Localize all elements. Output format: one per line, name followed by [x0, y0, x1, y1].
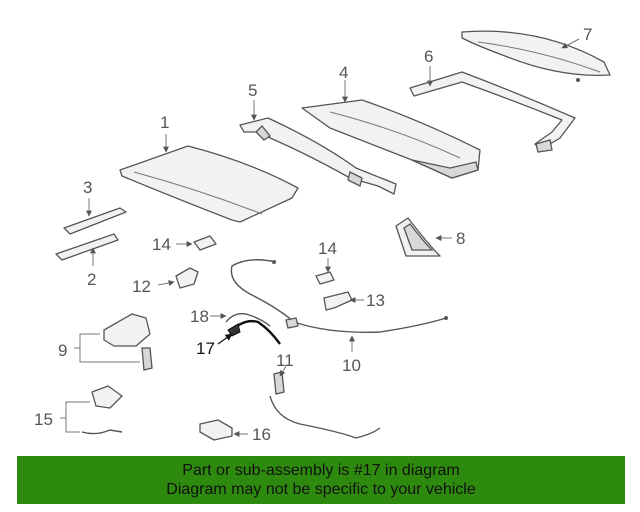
part-16-striker: 16 [199, 419, 271, 444]
part-18-handle-cable: 18 [190, 307, 271, 327]
part-10-cable: 10 [230, 259, 448, 375]
callout-11: 11 [276, 351, 294, 370]
callout-6: 6 [424, 47, 433, 66]
part-6-frame-bow: 6 [409, 47, 576, 153]
callout-7: 7 [583, 25, 592, 44]
callout-13: 13 [366, 291, 385, 310]
info-banner: Part or sub-assembly is #17 in diagram D… [17, 456, 625, 504]
callout-14a: 14 [152, 235, 171, 254]
part-7-rear-panel: 7 [461, 25, 611, 82]
part-15-actuator: 15 [34, 385, 123, 435]
part-14-clip-right: 14 [315, 239, 337, 285]
callout-2: 2 [87, 270, 96, 289]
callout-17: 17 [196, 339, 215, 358]
callout-14b: 14 [318, 239, 337, 258]
parts-diagram: 7 6 4 5 1 3 2 [34, 25, 611, 444]
part-13-latch: 13 [323, 291, 385, 311]
part-17-release-cable: 17 [196, 319, 281, 358]
callout-12: 12 [132, 277, 151, 296]
callout-16: 16 [252, 425, 271, 444]
callout-9: 9 [58, 341, 67, 360]
callout-15: 15 [34, 410, 53, 429]
part-8-quarter-window: 8 [395, 217, 465, 257]
callout-10: 10 [342, 356, 361, 375]
banner-line-2: Diagram may not be specific to your vehi… [166, 481, 476, 498]
callout-4: 4 [339, 63, 348, 82]
part-5-front-bow: 5 [239, 81, 397, 195]
banner-line-1: Part or sub-assembly is #17 in diagram [182, 462, 460, 479]
part-4-roof-panel: 4 [301, 63, 481, 179]
part-11-harness: 11 [269, 351, 381, 439]
callout-5: 5 [248, 81, 257, 100]
part-12-bracket: 12 [132, 267, 199, 296]
part-1-top-panel: 1 [119, 113, 299, 223]
part-3-weatherstrip: 3 [63, 178, 127, 235]
part-9-hinge: 9 [58, 313, 153, 371]
callout-18: 18 [190, 307, 209, 326]
callout-1: 1 [160, 113, 169, 132]
part-2-weatherstrip: 2 [55, 233, 119, 289]
callout-8: 8 [456, 229, 465, 248]
callout-3: 3 [83, 178, 92, 197]
part-14-clip-left: 14 [152, 235, 217, 254]
